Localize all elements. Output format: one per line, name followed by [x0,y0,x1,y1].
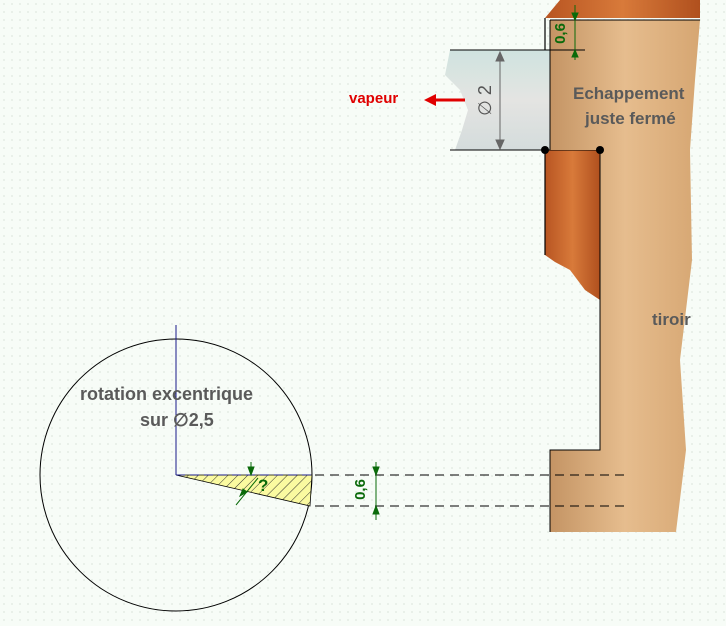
tiroir-label: tiroir [652,310,691,329]
overlap-side-dimension-text: 0,6 [351,479,369,500]
rotation-label-line1: rotation excentrique [80,384,254,404]
edge-point-right [596,146,604,154]
overlap-top-dimension [550,5,585,60]
overlap-side-dimension [372,462,380,520]
vapeur-label: vapeur [349,90,399,107]
overlap-top-dimension-text: 0,6 [551,23,569,44]
diameter-dimension [495,50,505,151]
diameter-dimension-text: ∅ 2 [474,85,495,116]
exhaust-pipe [445,50,550,150]
steam-arrow-icon [424,94,465,106]
unknown-angle-dimension [235,462,259,506]
cylinder-port-wall [545,150,600,300]
cylinder-top [545,0,700,18]
echappement-label-line2: juste fermé [585,109,676,128]
tiroir-slide-valve [550,20,700,532]
echappement-label-line1: Echappement [573,84,685,103]
rotation-label-line2: sur ∅2,5 [140,410,214,430]
unknown-angle-label: ? [258,476,269,495]
edge-point-left [541,146,549,154]
